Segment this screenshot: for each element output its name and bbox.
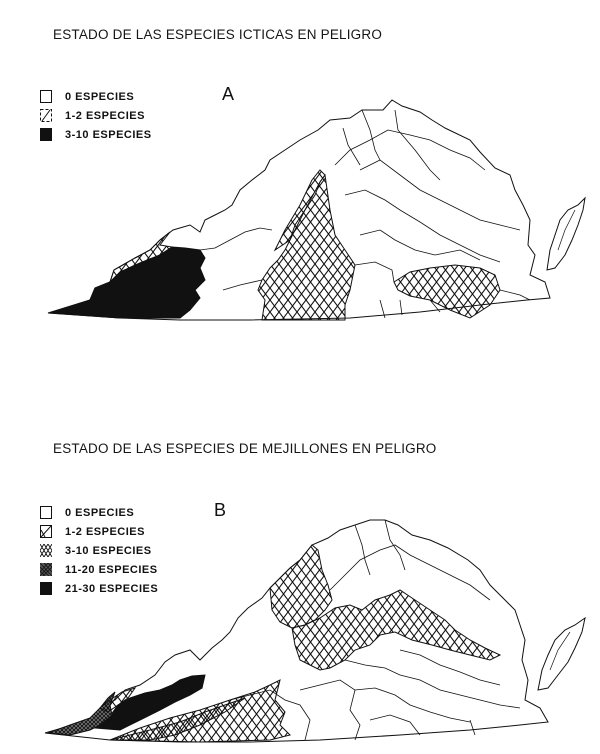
diagonal-hatch-swatch-icon [40,525,52,538]
legend-item-0-species: 0 ESPECIES [40,503,158,522]
region-3-10-species [49,246,206,319]
region-3-10-species [269,544,333,629]
dense-stipple-swatch-icon [40,563,52,576]
legend-item-1-2-species: 1-2 ESPECIES [40,522,158,541]
eastern-shore [546,196,586,271]
empty-swatch-icon [40,90,52,103]
region-3-10-species [109,697,246,741]
eastern-shore [537,616,586,691]
crosshatch-swatch-icon [40,544,52,557]
legend-item-3-10-species: 3-10 ESPECIES [40,125,152,144]
panel-letter-b: B [214,500,227,520]
legend-item-11-20-species: 11-20 ESPECIES [40,560,158,579]
region-1-2-species [273,169,326,252]
virginia-map-fish [47,99,586,321]
region-1-2-species [257,173,356,321]
panel-letter-a: A [222,84,235,104]
diagonal-hatch-swatch-icon [40,109,52,122]
region-3-10-species [109,679,291,743]
legend-item-0-species: 0 ESPECIES [40,87,152,106]
region-3-10-species [291,589,502,671]
region-21-30-species [93,674,206,731]
region-1-2-species [393,264,501,319]
map-b-title: ESTADO DE LAS ESPECIES DE MEJILLONES EN … [53,441,437,456]
solid-black-swatch-icon [40,582,52,595]
map-a-legend: 0 ESPECIES 1-2 ESPECIES 3-10 ESPECIES [40,87,152,144]
legend-item-3-10-species: 3-10 ESPECIES [40,541,158,560]
region-1-2-species [109,231,174,283]
map-a-title: ESTADO DE LAS ESPECIES ICTICAS EN PELIGR… [53,27,383,42]
virginia-map-mussels [44,519,586,743]
solid-black-swatch-icon [40,128,52,141]
empty-swatch-icon [40,506,52,519]
legend-item-21-30-species: 21-30 ESPECIES [40,579,158,598]
map-b-legend: 0 ESPECIES 1-2 ESPECIES 3-10 ESPECIES 11… [40,503,158,598]
region-1-2-species [99,687,137,713]
legend-item-1-2-species: 1-2 ESPECIES [40,106,152,125]
